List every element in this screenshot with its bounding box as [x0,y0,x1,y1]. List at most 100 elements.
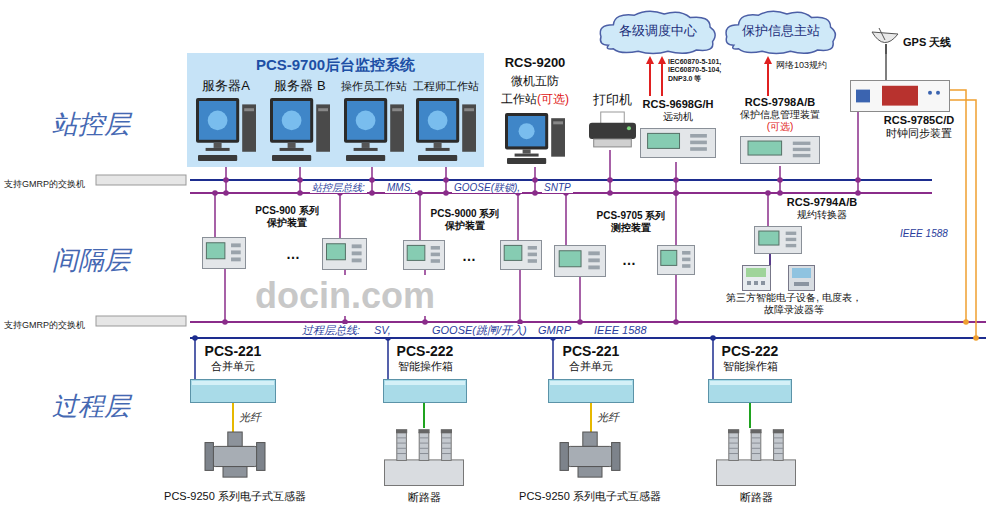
link-line [233,403,234,432]
device-button [431,253,440,257]
node-label: 断路器 [710,491,802,504]
clock-node: RCS-9785C/D时钟同步装置 [846,80,964,146]
keyboard [346,155,385,161]
text-box: PCS-9700后台监控系统 [187,56,484,74]
node-label: 合并单元 [190,360,276,373]
text-box: 断路器 [710,491,802,504]
sync-line [950,100,976,338]
text-box: PCS-9705 系列 测控装置 [590,210,672,234]
bus-drop [519,270,521,322]
node-label: RCS-9200 [495,55,575,71]
system-panel: PCS-9700后台监控系统服务器A服务器 B操作员工作站工程师工作站 [187,53,484,167]
unit-highlight [385,381,465,385]
unit-node: PCS-221合并单元 [548,343,634,403]
bus-drop [579,277,581,322]
text-box: PCS-9250 系列电子式互感器 [505,490,675,503]
device-icon [403,240,445,270]
bus-drop [387,338,389,379]
device-icon [640,128,716,158]
device-body [658,246,695,275]
bus-junction [577,319,583,325]
breaker-column [442,433,452,461]
bus-junction [973,335,979,341]
connector-line [232,403,234,432]
bus-label: GOOSE(跳闸/开入) [430,324,529,337]
insulator-rib [397,448,407,449]
ct-flange [257,443,265,471]
bus-drop [767,193,769,226]
device-button [786,244,797,247]
breaker-icon [384,428,464,486]
bus-junction [673,177,679,183]
device-button [793,142,811,145]
text-box: 第三方智能电子设备, 电度表，故障录波器等 [724,292,864,316]
device-body [501,241,542,270]
insulator-rib [419,443,429,444]
bus-label: GOOSE(联锁), [452,182,522,193]
text-box: PCS-900 系列 保护装置 [248,205,326,229]
bus-drop [214,193,216,237]
breaker-cap [418,429,429,433]
device-button [786,238,797,241]
bus-label: 站控层总线: [310,182,367,193]
breaker-node: 断路器 [710,428,802,512]
screen-glow [208,111,228,131]
connector-line [649,62,651,96]
bus-junction [443,190,449,196]
text-box: 服务器 B [264,78,336,94]
device-node: RCS-9798A/B保护信息管理装置(可选) [732,96,828,166]
node-label: RCS-9785C/D [874,114,964,127]
arrow-connector [764,56,772,96]
printer-node: 打印机 [585,92,640,150]
unit-body [549,380,634,403]
printer-light [627,126,631,130]
node-label: 操作员工作站 [338,80,410,93]
device-body [404,241,445,270]
device-icon [202,237,246,269]
insulator-rib [397,453,407,454]
bus-junction [443,177,449,183]
unit-box [190,379,276,403]
meter-key [747,281,751,285]
monitor-frame [344,98,387,143]
unit-box [708,379,792,403]
insulator-rib [729,448,739,449]
meter-screen [746,268,766,277]
insulator-rib [729,453,739,454]
text-box: PCS-222智能操作箱 [383,343,467,373]
node-label: 服务器A [190,78,262,94]
text-box: RCS-9794A/B规约转换器 [782,196,862,221]
insulator-rib [442,437,452,438]
device-body [203,238,246,269]
bus-label: 过程层总线: [300,324,362,337]
ct-head [583,432,597,446]
device-screen [648,133,680,148]
cloud-node: 各级调度中心 [596,8,720,56]
keyboard [507,158,546,164]
bus-junction [297,190,303,196]
watermark: docin.com [255,275,435,316]
breaker-column [729,433,739,461]
device-body [755,227,802,254]
text-box: 断路器 [378,491,470,504]
bus-junction [223,177,229,183]
clock-logo [856,90,870,103]
node-label: 合并单元 [548,360,634,373]
process-bus [190,321,986,323]
bus-junction [710,335,716,341]
text-box: 服务器A [190,78,262,94]
insulator-rib [774,453,784,454]
device-icon [658,246,695,275]
monitor-stand [362,143,370,148]
bus-junction [369,190,375,196]
insulator-rib [442,453,452,454]
meter-icon [742,265,842,291]
node-label: 保护信息主站 [722,23,840,39]
layer-title: 站控层 [52,110,130,140]
node-label: PCS-222 [383,343,467,360]
printer-icon [589,112,636,148]
text-box: PCS-221合并单元 [548,343,634,373]
link-line [424,403,425,428]
device-icon [323,239,367,270]
